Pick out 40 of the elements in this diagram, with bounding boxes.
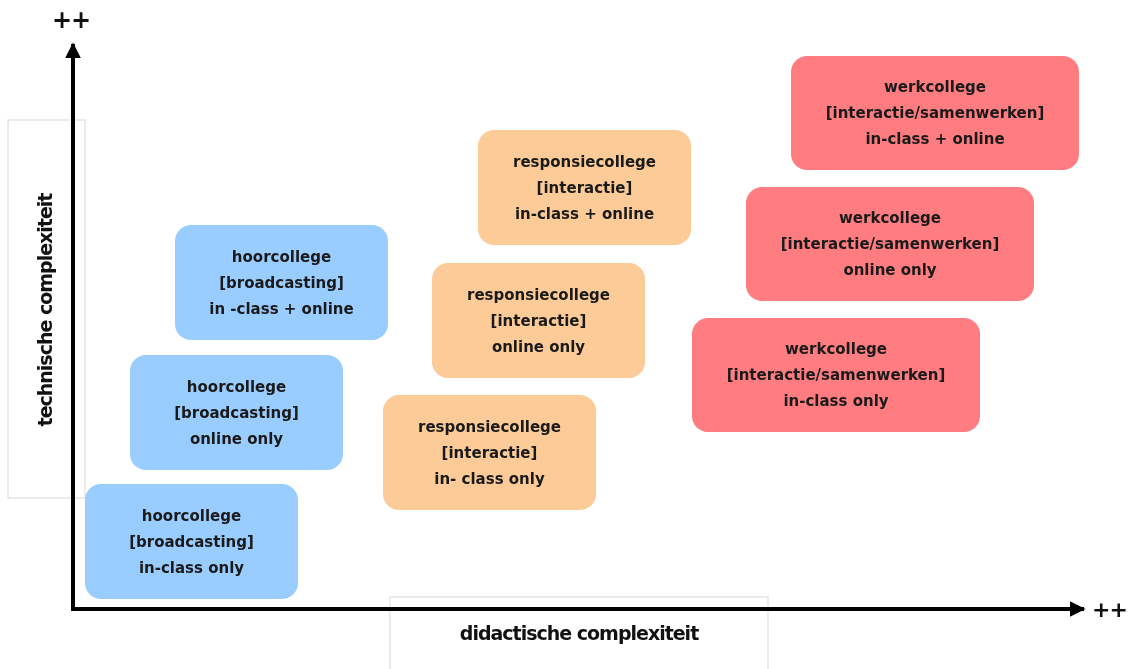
- course-mode: [interactie]: [441, 442, 538, 464]
- course-name: werkcollege: [884, 77, 986, 98]
- course-mode: [interactie]: [490, 310, 587, 332]
- delivery-mode: in-class + online: [514, 203, 655, 225]
- course-type-box: [85, 484, 298, 599]
- delivery-mode: in-class + online: [865, 129, 1005, 150]
- course-mode: [broadcasting]: [174, 402, 299, 424]
- axis-title: didactische complexiteit: [459, 622, 699, 644]
- course-type-box: [791, 56, 1079, 170]
- course-name: werkcollege: [839, 208, 941, 229]
- course-name: hoorcollege: [231, 246, 332, 268]
- axis-end-label: ++: [1092, 597, 1127, 622]
- course-name: responsiecollege: [513, 151, 656, 173]
- course-type-box: [478, 130, 691, 245]
- delivery-mode: online only: [843, 260, 937, 281]
- course-type-box: [692, 318, 980, 432]
- course-type-box: [175, 225, 388, 340]
- course-mode: [interactie/samenwerken]: [780, 234, 1000, 255]
- course-mode: [interactie/samenwerken]: [825, 103, 1045, 124]
- delivery-mode: online only: [491, 336, 586, 358]
- course-name: werkcollege: [785, 339, 887, 360]
- delivery-mode: in-class only: [138, 557, 245, 579]
- course-mode: [broadcasting]: [129, 531, 254, 553]
- course-type-box: [383, 395, 596, 510]
- axis-end-label: ++: [52, 6, 91, 34]
- course-name: hoorcollege: [186, 376, 287, 398]
- axis-title: technische complexiteit: [34, 193, 56, 427]
- course-name: responsiecollege: [418, 416, 561, 438]
- course-type-box: [746, 187, 1034, 301]
- course-mode: [interactie]: [536, 177, 633, 199]
- course-name: responsiecollege: [467, 284, 610, 306]
- course-name: hoorcollege: [141, 505, 242, 527]
- course-type-box: [432, 263, 645, 378]
- course-mode: [broadcasting]: [219, 272, 344, 294]
- delivery-mode: in- class only: [434, 468, 545, 490]
- course-type-box: [130, 355, 343, 470]
- delivery-mode: in-class only: [783, 391, 889, 412]
- course-mode: [interactie/samenwerken]: [726, 365, 946, 386]
- delivery-mode: online only: [189, 428, 284, 450]
- delivery-mode: in -class + online: [209, 298, 354, 320]
